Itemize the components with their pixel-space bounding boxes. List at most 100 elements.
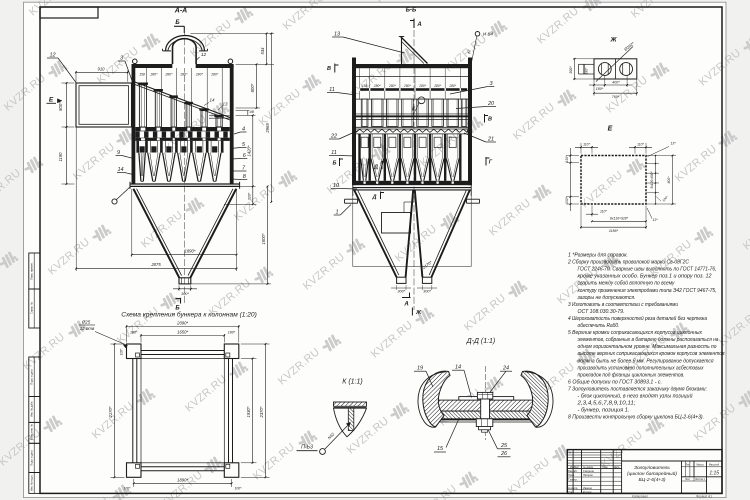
svg-text:2170*: 2170*: [421, 259, 434, 270]
svg-text:2 Сборку производить проволоко: 2 Сборку производить проволокой марки Св…: [567, 259, 689, 266]
svg-text:8 Произвести контрольную сборк: 8 Произвести контрольную сборку циклона …: [568, 415, 704, 421]
svg-text:Г: Г: [489, 160, 493, 166]
svg-text:280*: 280*: [373, 84, 382, 88]
svg-text:Б-Б: Б-Б: [406, 8, 417, 14]
svg-text:1190: 1190: [58, 152, 63, 162]
svg-text:В: В: [327, 66, 331, 72]
svg-text:14: 14: [209, 98, 215, 103]
svg-text:180*: 180*: [596, 87, 604, 91]
svg-text:6 Общие допуски по ГОСТ 30893.: 6 Общие допуски по ГОСТ 30893.1 - с.: [568, 379, 662, 385]
svg-text:3: 3: [120, 56, 124, 62]
svg-text:Б: Б: [333, 161, 337, 167]
svg-text:800*: 800*: [58, 102, 63, 111]
svg-text:Е: Е: [49, 97, 54, 104]
svg-text:100*: 100*: [235, 487, 243, 491]
svg-text:158: 158: [362, 84, 368, 88]
svg-text:Листов 1: Листов 1: [695, 478, 705, 481]
svg-text:6: 6: [243, 153, 247, 159]
svg-text:1186*: 1186*: [609, 229, 619, 233]
svg-text:280*: 280*: [418, 84, 427, 88]
svg-text:25: 25: [500, 443, 508, 449]
svg-text:14: 14: [455, 365, 461, 371]
svg-text:Золоуловитель: Золоуловитель: [634, 465, 670, 471]
svg-text:1:15: 1:15: [709, 471, 719, 477]
svg-text:Иванов: Иванов: [583, 486, 592, 490]
svg-text:280*: 280*: [388, 84, 397, 88]
svg-text:12 отв: 12 отв: [80, 326, 95, 331]
svg-text:одном горизонтальном уровне. М: одном горизонтальном уровне. Максимальна…: [578, 344, 717, 350]
svg-text:Подп. и дата: Подп. и дата: [29, 450, 33, 466]
svg-text:11: 11: [329, 87, 335, 93]
svg-text:2875: 2875: [150, 262, 161, 267]
svg-text:Утв.: Утв.: [568, 490, 573, 494]
svg-text:Б: Б: [175, 306, 180, 312]
svg-text:2370*: 2370*: [259, 406, 264, 418]
svg-text:Формат A1: Формат A1: [696, 495, 712, 499]
svg-text:14: 14: [117, 167, 123, 173]
svg-text:Перв. примен.: Перв. примен.: [29, 262, 33, 280]
svg-text:280*: 280*: [195, 73, 204, 77]
svg-text:Лист: Лист: [685, 478, 691, 481]
svg-text:зазоры не допускаются.: зазоры не допускаются.: [577, 295, 636, 301]
svg-text:А: А: [416, 22, 421, 28]
svg-text:22: 22: [330, 134, 337, 140]
svg-text:280*: 280*: [164, 73, 173, 77]
svg-text:Справ. №: Справ. №: [29, 302, 33, 314]
svg-text:Ж: Ж: [415, 310, 422, 316]
svg-text:элементов, собранных в батарею: элементов, собранных в батарею должны ра…: [578, 337, 719, 343]
svg-text:ГОСТ 2246-70. Сварные швы выпо: ГОСТ 2246-70. Сварные швы выполнять по Г…: [578, 267, 717, 273]
svg-text:Подп. и дата: Подп. и дата: [29, 369, 33, 385]
svg-text:180*: 180*: [228, 331, 236, 335]
svg-text:1: 1: [335, 210, 338, 216]
svg-text:И-Ь4: И-Ь4: [483, 32, 493, 37]
svg-text:Пров.: Пров.: [568, 473, 575, 477]
svg-text:1 *Размеры для справок.: 1 *Размеры для справок.: [568, 253, 628, 259]
svg-text:800*: 800*: [250, 83, 255, 92]
svg-text:5: 5: [242, 142, 246, 148]
svg-text:48: 48: [250, 109, 255, 114]
svg-text:- блок циклонный, в него входя: - блок циклонный, в него входят узлы поз…: [578, 393, 693, 400]
svg-text:21: 21: [487, 137, 494, 143]
svg-text:Инв. № подл.: Инв. № подл.: [29, 475, 33, 491]
svg-text:13*: 13*: [652, 218, 658, 222]
svg-text:120*: 120*: [662, 195, 670, 203]
svg-text:7: 7: [242, 166, 246, 172]
svg-text:Изм: Изм: [570, 466, 575, 469]
svg-text:высоте верхних соприкасающихся: высоте верхних соприкасающихся кромок ко…: [578, 351, 725, 357]
svg-text:к2: к2: [467, 49, 472, 54]
svg-text:Лит.: Лит.: [685, 463, 690, 466]
svg-text:800*: 800*: [667, 176, 671, 184]
svg-text:Ø25: Ø25: [81, 320, 91, 325]
svg-text:300*: 300*: [423, 290, 431, 294]
svg-text:110*: 110*: [637, 142, 644, 146]
svg-text:2090*: 2090*: [176, 321, 188, 326]
svg-text:400*: 400*: [612, 80, 620, 84]
svg-text:130*: 130*: [565, 196, 569, 204]
svg-text:Дата: Дата: [614, 466, 620, 469]
svg-text:кроме указанных особо. Бункер: кроме указанных особо. Бункер поз.1 и оп…: [578, 274, 712, 280]
svg-text:прокладок под фланцы циклонных: прокладок под фланцы циклонных элементов…: [578, 372, 685, 378]
svg-text:1930*: 1930*: [246, 406, 251, 417]
svg-text:ОСТ 108.030.30-79.: ОСТ 108.030.30-79.: [578, 309, 625, 315]
svg-text:В: В: [488, 117, 492, 123]
svg-text:А: А: [403, 302, 408, 308]
svg-text:сварить между собой вплотную п: сварить между собой вплотную по всему: [578, 280, 676, 287]
svg-text:9: 9: [117, 150, 120, 156]
svg-text:180*: 180*: [130, 331, 138, 335]
svg-text:1650*: 1650*: [177, 330, 188, 335]
svg-text:5x120=600*: 5x120=600*: [650, 171, 654, 189]
svg-text:Козлов: Козлов: [583, 490, 592, 494]
svg-text:12: 12: [49, 53, 55, 59]
svg-text:11: 11: [331, 150, 337, 156]
svg-text:300*: 300*: [181, 292, 189, 296]
svg-text:Петров: Петров: [583, 473, 593, 477]
svg-text:Т.контр.: Т.контр.: [568, 477, 578, 481]
svg-text:4: 4: [242, 127, 245, 133]
svg-text:Е: Е: [608, 126, 613, 133]
svg-text:15: 15: [437, 446, 444, 452]
svg-text:280*: 280*: [179, 73, 188, 77]
svg-text:Смирнов: Смирнов: [583, 469, 594, 473]
svg-text:20: 20: [487, 101, 495, 107]
svg-text:100*: 100*: [124, 487, 132, 491]
svg-text:Разраб.: Разраб.: [568, 469, 578, 473]
